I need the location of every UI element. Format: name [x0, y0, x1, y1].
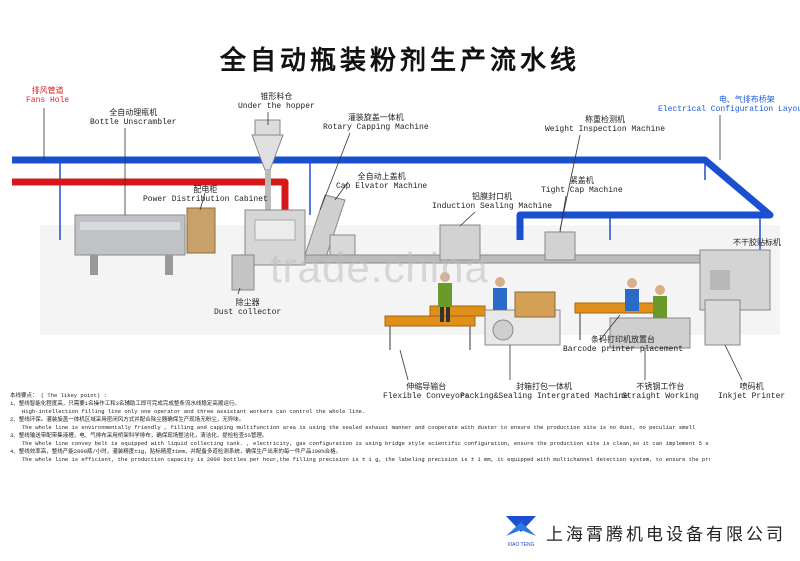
label-rotary-capping: 灌装旋盖一体机 Rotary Capping Machine [323, 113, 429, 133]
note-3-en: The Whole line convey belt is equipped w… [10, 440, 710, 448]
label-hopper-zh: 锥形料仓 [238, 92, 315, 102]
label-power-cabinet-zh: 配电柜 [143, 185, 268, 195]
label-fans-hole-zh: 排风管道 [26, 86, 69, 96]
label-barcode-zh: 条码打印机放置台 [563, 335, 683, 345]
label-barcode: 条码打印机放置台 Barcode printer placement [563, 335, 683, 355]
label-rotary-capping-en: Rotary Capping Machine [323, 123, 429, 132]
label-weight-inspection-en: Weight Inspection Machine [545, 125, 665, 134]
label-dust-en: Dust collector [214, 308, 281, 317]
label-power-cabinet-en: Power Distribution Cabinet [143, 195, 268, 204]
note-1-zh: 1、整线智能化程度高，只需要1名操作工和3名辅助工即可完成完成整条流水线稳定高顺… [10, 400, 710, 408]
label-inkjet: 喷码机 Inkjet Printer [718, 382, 785, 402]
note-2-zh: 2、整线环保。灌装旋盖一体机区域采用密闭风方式并配合除尘器确保生产现场无粉尘，无… [10, 416, 710, 424]
label-weight-inspection-zh: 称重检测机 [545, 115, 665, 125]
label-cap-elevator-en: Cap Elvator Machine [336, 182, 427, 191]
label-hopper-en: Under the hopper [238, 102, 315, 111]
label-bottle-unscrambler-en: Bottle Unscrambler [90, 118, 176, 127]
label-electrical-zh: 电、气排布桥架 [658, 95, 800, 105]
label-tight-cap-zh: 紧盖机 [541, 176, 623, 186]
company-name: 上海霄腾机电设备有限公司 [546, 520, 786, 545]
label-labeler: 不干胶贴标机 [733, 238, 781, 248]
note-2-en: The whole line is environmentally friend… [10, 424, 710, 432]
label-flexible-zh: 伸缩导输台 [383, 382, 469, 392]
label-power-cabinet: 配电柜 Power Distribution Cabinet [143, 185, 268, 205]
label-fans-hole: 排风管道 Fans Hole [26, 86, 69, 106]
label-tight-cap: 紧盖机 Tight Cap Machine [541, 176, 623, 196]
label-dust-zh: 除尘器 [214, 298, 281, 308]
notes-heading: 本线要点： ( The likey point) : [10, 392, 710, 400]
label-bottle-unscrambler-zh: 全自动理瓶机 [90, 108, 176, 118]
key-points-notes: 本线要点： ( The likey point) : 1、整线智能化程度高，只需… [10, 392, 710, 464]
label-electrical: 电、气排布桥架 Electrical Configuration Layout … [658, 95, 800, 115]
label-inkjet-en: Inkjet Printer [718, 392, 785, 401]
note-3-zh: 3、整线输送带配带集液槽，电、气排布采用桥架科学排布，确保现场整洁化，清洁化，提… [10, 432, 710, 440]
label-packing-zh: 封箱打包一体机 [460, 382, 628, 392]
label-electrical-en: Electrical Configuration Layout Bridg [658, 105, 800, 114]
note-4-zh: 4、整线效率高，整线产能2000瓶/小时，灌装精度±1g，贴标精度±1mm，并配… [10, 448, 710, 456]
power-cabinet [187, 208, 215, 253]
watermark: trade.china [270, 244, 489, 292]
label-labeler-zh: 不干胶贴标机 [733, 238, 781, 248]
label-rotary-capping-zh: 灌装旋盖一体机 [323, 113, 429, 123]
company-logo-icon: XIAO TENG [502, 510, 540, 550]
label-cap-elevator: 全自动上盖机 Cap Elvator Machine [336, 172, 427, 192]
note-4-en: The whole line is efficient, the product… [10, 456, 710, 464]
label-induction-zh: 铝膜封口机 [432, 192, 552, 202]
label-barcode-en: Barcode printer placement [563, 345, 683, 354]
label-tight-cap-en: Tight Cap Machine [541, 186, 623, 195]
label-dust-collector: 除尘器 Dust collector [214, 298, 281, 318]
label-straight-zh: 不锈钢工作台 [622, 382, 699, 392]
tight-cap-unit [545, 232, 575, 260]
company-logo-text: XIAO TENG [507, 542, 534, 548]
label-weight-inspection: 称重检测机 Weight Inspection Machine [545, 115, 665, 135]
dust-collector-unit [232, 255, 254, 290]
inkjet-unit [705, 300, 740, 345]
note-1-en: High-intellection filling line only one … [10, 408, 710, 416]
label-hopper: 锥形料仓 Under the hopper [238, 92, 315, 112]
label-cap-elevator-zh: 全自动上盖机 [336, 172, 427, 182]
label-bottle-unscrambler: 全自动理瓶机 Bottle Unscrambler [90, 108, 176, 128]
label-induction: 铝膜封口机 Induction Sealing Machine [432, 192, 552, 212]
label-fans-hole-en: Fans Hole [26, 96, 69, 105]
label-inkjet-zh: 喷码机 [718, 382, 785, 392]
label-induction-en: Induction Sealing Machine [432, 202, 552, 211]
